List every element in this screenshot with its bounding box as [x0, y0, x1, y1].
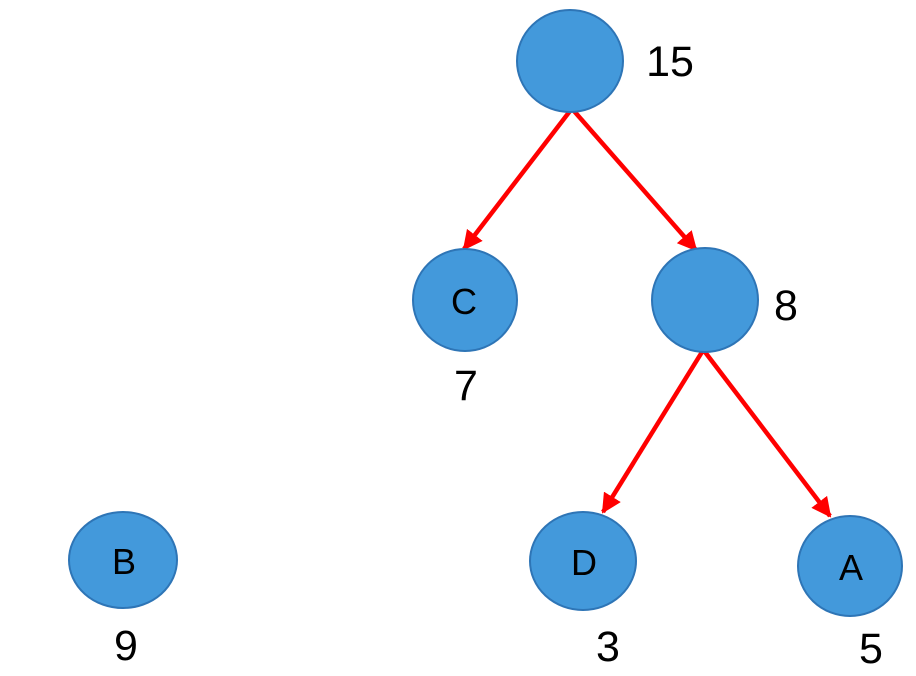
node-value-a: 5	[859, 625, 883, 673]
tree-node-c: C 7	[412, 248, 518, 410]
node-circle-a	[797, 515, 903, 617]
tree-node-b: B 9	[68, 511, 178, 670]
node-letter-c: C	[451, 281, 477, 322]
node-value-root: 15	[646, 38, 694, 86]
edge-arrow-root-to-right-child	[572, 109, 698, 252]
node-circle-b	[68, 511, 178, 609]
node-circle-c	[412, 248, 518, 352]
node-value-c: 7	[454, 362, 478, 410]
node-value-d: 3	[596, 623, 620, 671]
edge-arrow-right-child-to-d	[601, 350, 704, 514]
tree-node-right-child: 8	[651, 247, 798, 353]
tree-node-d: D 3	[529, 511, 637, 671]
node-circle-root	[516, 9, 624, 113]
node-letter-a: A	[839, 547, 863, 588]
tree-node-root: 15	[516, 9, 694, 113]
tree-node-a: A 5	[797, 515, 903, 673]
edge-arrow-root-to-left-child	[462, 109, 572, 251]
node-value-right-child: 8	[774, 282, 798, 330]
node-value-b: 9	[114, 622, 138, 670]
node-circle-d	[529, 511, 637, 611]
edge-arrow-right-child-to-a	[703, 350, 832, 518]
node-letter-d: D	[571, 542, 597, 583]
node-circle-right-child	[651, 247, 759, 353]
node-letter-b: B	[112, 541, 136, 582]
